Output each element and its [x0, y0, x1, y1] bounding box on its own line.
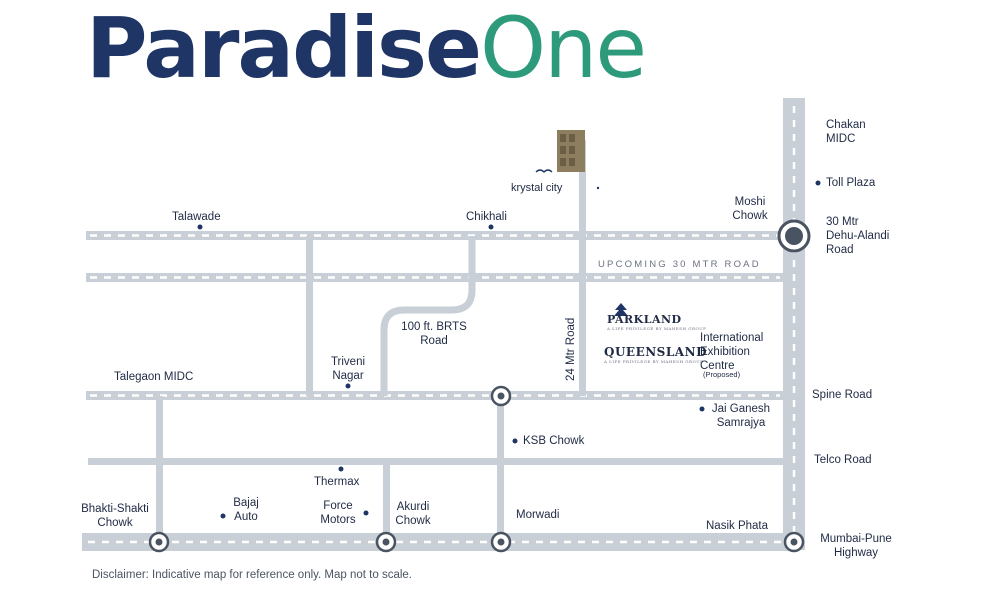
label-ksb-chowk: KSB Chowk	[523, 435, 585, 447]
junctions	[148, 219, 811, 553]
label-morwadi: Morwadi	[516, 509, 560, 521]
junction-akurdi-core	[382, 538, 390, 546]
label-bajaj-auto: Bajaj Auto	[233, 497, 259, 523]
dot-talawade	[197, 224, 203, 230]
queensland-tagline: A LIFE PRIVILEGE BY MAHESH GROUP	[604, 359, 704, 364]
dot-chikhali	[488, 224, 494, 230]
road-vertical-akurdi	[383, 462, 390, 542]
roads	[82, 98, 805, 551]
krystal-city-building-icon	[557, 130, 585, 172]
label-moshi-chowk: Moshi Chowk	[732, 196, 768, 222]
label-force-motors: Force Motors	[320, 500, 356, 526]
brand-part1: Paradise	[86, 0, 482, 97]
dot-force	[363, 510, 369, 516]
label-exhibition-centre: International Exhibition Centre	[700, 332, 764, 372]
parkland-tagline: A LIFE PRIVILEGE BY MAHESH GROUP	[607, 326, 707, 331]
label-nasik-phata: Nasik Phata	[706, 520, 769, 532]
label-krystal-city: krystal city	[511, 182, 563, 194]
road-mumbai-pune	[82, 533, 792, 551]
dot-ksb	[512, 438, 518, 444]
label-chikhali: Chikhali	[466, 211, 507, 223]
queensland-logo: QUEENSLAND A LIFE PRIVILEGE BY MAHESH GR…	[604, 345, 707, 364]
dot-bajaj	[220, 513, 226, 519]
label-talegaon-midc: Talegaon MIDC	[114, 371, 194, 383]
brand-part2: One	[480, 0, 647, 97]
label-telco-road: Telco Road	[814, 454, 872, 466]
label-24-mtr-road: 24 Mtr Road	[565, 317, 577, 381]
label-mumbai-pune-highway: Mumbai-Pune Highway	[820, 533, 892, 559]
parkland-tree-icon	[614, 303, 628, 316]
road-24-mtr	[579, 140, 586, 396]
junction-moshi-core	[785, 227, 803, 245]
road-talawade-moshi	[86, 231, 786, 240]
disclaimer: Disclaimer: Indicative map for reference…	[92, 569, 413, 581]
road-spine	[86, 391, 786, 400]
parkland-logo: PARKLAND A LIFE PRIVILEGE BY MAHESH GROU…	[607, 313, 706, 331]
road-vertical-talegaon	[156, 396, 163, 542]
parkland-name: PARKLAND	[607, 313, 682, 326]
road-telco	[88, 458, 786, 465]
junction-nasik-core	[790, 538, 798, 546]
label-exhibition-note: (Proposed)	[703, 370, 741, 379]
label-talawade: Talawade	[172, 211, 221, 223]
label-dehu-alandi-road: 30 Mtr Dehu-Alandi Road	[826, 216, 890, 256]
junction-bhakti-core	[155, 538, 163, 546]
dot-krystal	[596, 186, 600, 190]
road-upcoming	[86, 273, 786, 282]
road-vertical-triveni	[306, 236, 313, 396]
dot-jai-ganesh	[699, 406, 705, 412]
krystal-city-bird-icon	[535, 169, 553, 173]
place-dots	[197, 180, 821, 519]
label-chakan: Chakan MIDC	[826, 118, 866, 146]
road-vertical-ksb	[497, 396, 504, 542]
junction-spine-core	[497, 392, 505, 400]
label-chakan-text: Chakan MIDC	[826, 119, 866, 145]
highway-dehu-alandi	[783, 98, 805, 550]
label-thermax: Thermax	[314, 476, 360, 488]
junction-morwadi-core	[497, 538, 505, 546]
label-spine-road: Spine Road	[812, 389, 873, 401]
label-upcoming-road: UPCOMING 30 MTR ROAD	[598, 259, 761, 270]
label-akurdi-chowk: Akurdi Chowk	[395, 501, 431, 527]
label-jai-ganesh: Jai Ganesh Samrajya	[711, 403, 771, 429]
label-bhakti-shakti: Bhakti-Shakti Chowk	[81, 503, 149, 529]
queensland-name: QUEENSLAND	[604, 345, 707, 359]
road-brts	[380, 236, 476, 396]
label-triveni-nagar: Triveni Nagar	[330, 356, 366, 382]
dot-thermax	[338, 466, 344, 472]
dot-toll	[815, 180, 821, 186]
dot-triveni	[345, 383, 351, 389]
label-brts-road: 100 ft. BRTS Road	[401, 321, 467, 347]
label-toll-plaza: Toll Plaza	[826, 177, 876, 189]
brand-logo: ParadiseOne	[86, 6, 647, 90]
